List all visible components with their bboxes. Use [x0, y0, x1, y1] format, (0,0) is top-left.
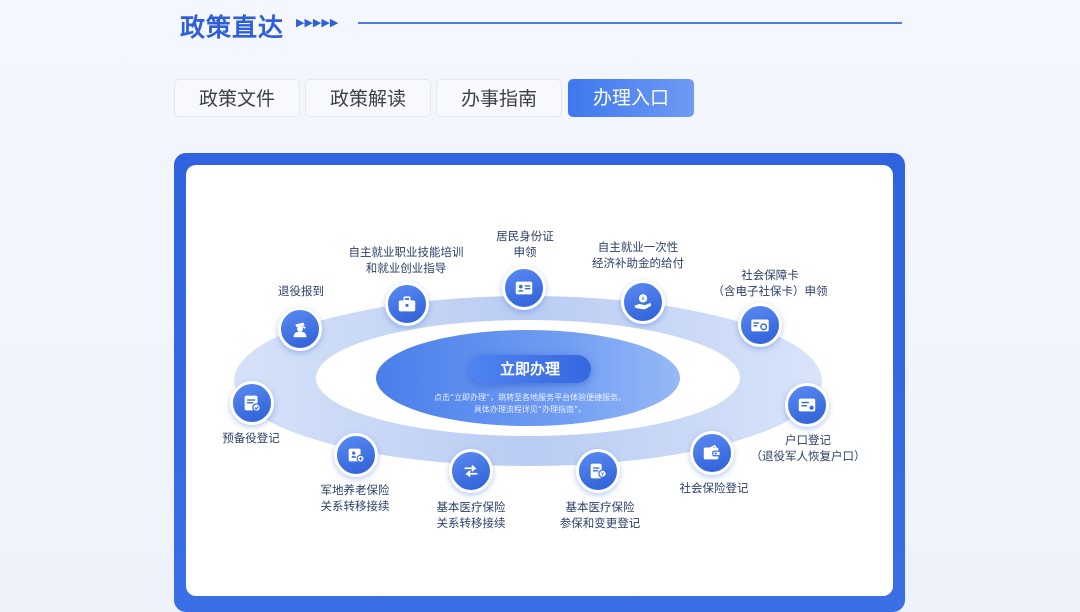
transfer-arrows-icon: [464, 464, 478, 478]
tab-service-guide[interactable]: 办事指南: [436, 79, 562, 117]
label-line: 社会保障卡: [741, 268, 799, 282]
label-line: 和就业创业指导: [365, 261, 447, 275]
title-divider-line: [358, 22, 902, 24]
label-line: 参保和变更登记: [559, 516, 641, 530]
service-shebaoka-label: 社会保障卡 （含电子社保卡）申领: [700, 267, 840, 299]
label-line: 基本医疗保险: [565, 500, 635, 514]
label-line: 自主就业职业技能培训: [348, 245, 464, 259]
soldier-salute-icon: [293, 322, 307, 338]
service-yanglao-label: 军地养老保险 关系转移接续: [305, 482, 405, 514]
apply-now-button[interactable]: 立即办理: [469, 355, 591, 383]
svg-text:¥: ¥: [641, 297, 645, 303]
service-yubei-label: 预备役登记: [212, 430, 290, 446]
service-yiliao-zhuanyi-node[interactable]: [449, 449, 493, 493]
label-line: 户口登记: [785, 433, 831, 447]
service-yiliao-canbao-label: 基本医疗保险 参保和变更登记: [550, 499, 650, 531]
service-yubei-node[interactable]: [230, 381, 274, 425]
service-tuiyi-node[interactable]: [278, 307, 322, 351]
household-register-icon: [798, 398, 816, 412]
tab-policy-interpretation[interactable]: 政策解读: [305, 79, 431, 117]
service-shenfen-label: 居民身份证 申领: [480, 228, 570, 260]
service-hukou-label: 户口登记 （退役军人恢复户口）: [748, 432, 868, 464]
service-shebaoka-node[interactable]: [738, 303, 782, 347]
service-hukou-node[interactable]: [785, 383, 829, 427]
label-line: 退役报到: [278, 284, 324, 298]
label-line: 关系转移接续: [436, 516, 506, 530]
service-buzhu-node[interactable]: ¥: [621, 280, 665, 324]
tab-service-entry[interactable]: 办理入口: [568, 79, 694, 117]
label-line: 经济补助金的给付: [592, 256, 684, 270]
label-line: 申领: [513, 245, 537, 259]
service-jiuye-node[interactable]: [385, 282, 429, 326]
tab-policy-documents[interactable]: 政策文件: [174, 79, 300, 117]
label-line: 军地养老保险: [320, 483, 390, 497]
id-card-icon: [515, 281, 533, 295]
briefcase-icon: [398, 296, 416, 312]
label-line: 自主就业一次性: [597, 240, 679, 254]
service-yiliao-canbao-node[interactable]: ¥: [576, 449, 620, 493]
label-line: 基本医疗保险: [436, 500, 506, 514]
label-line: （退役军人恢复户口）: [750, 449, 866, 463]
pension-transfer-icon: [348, 448, 365, 463]
service-yanglao-node[interactable]: [334, 433, 378, 477]
service-jiuye-label: 自主就业职业技能培训 和就业创业指导: [336, 244, 476, 276]
label-line: 预备役登记: [222, 431, 280, 445]
section-title: 政策直达: [180, 13, 285, 42]
title-arrows-decoration: ▶▶▶▶▶: [296, 16, 339, 29]
insurance-wallet-icon: [703, 444, 721, 460]
service-tuiyi-label: 退役报到: [262, 283, 340, 299]
label-line: 关系转移接续: [320, 499, 390, 513]
service-shebao-dengji-node[interactable]: [690, 431, 734, 475]
desc-line-2: 具体办理流程详见“办理指南”。: [473, 405, 587, 414]
label-line: 社会保险登记: [679, 481, 749, 495]
service-shenfen-node[interactable]: [502, 266, 546, 310]
hand-coin-icon: ¥: [634, 294, 652, 310]
insurance-document-icon: ¥: [590, 463, 607, 479]
desc-line-1: 点击“立即办理”，跳转至各地服务平台体验便捷服务。: [433, 393, 627, 402]
social-security-card-icon: [751, 319, 769, 332]
service-shebao-dengji-label: 社会保险登记: [670, 480, 758, 496]
svg-text:¥: ¥: [601, 472, 604, 478]
label-line: 居民身份证: [496, 229, 554, 243]
label-line: （含电子社保卡）申领: [712, 284, 828, 298]
reserve-register-icon: [244, 395, 261, 412]
service-yiliao-zhuanyi-label: 基本医疗保险 关系转移接续: [421, 499, 521, 531]
service-buzhu-label: 自主就业一次性 经济补助金的给付: [578, 239, 698, 271]
apply-now-description: 点击“立即办理”，跳转至各地服务平台体验便捷服务。 具体办理流程详见“办理指南”…: [400, 392, 660, 416]
